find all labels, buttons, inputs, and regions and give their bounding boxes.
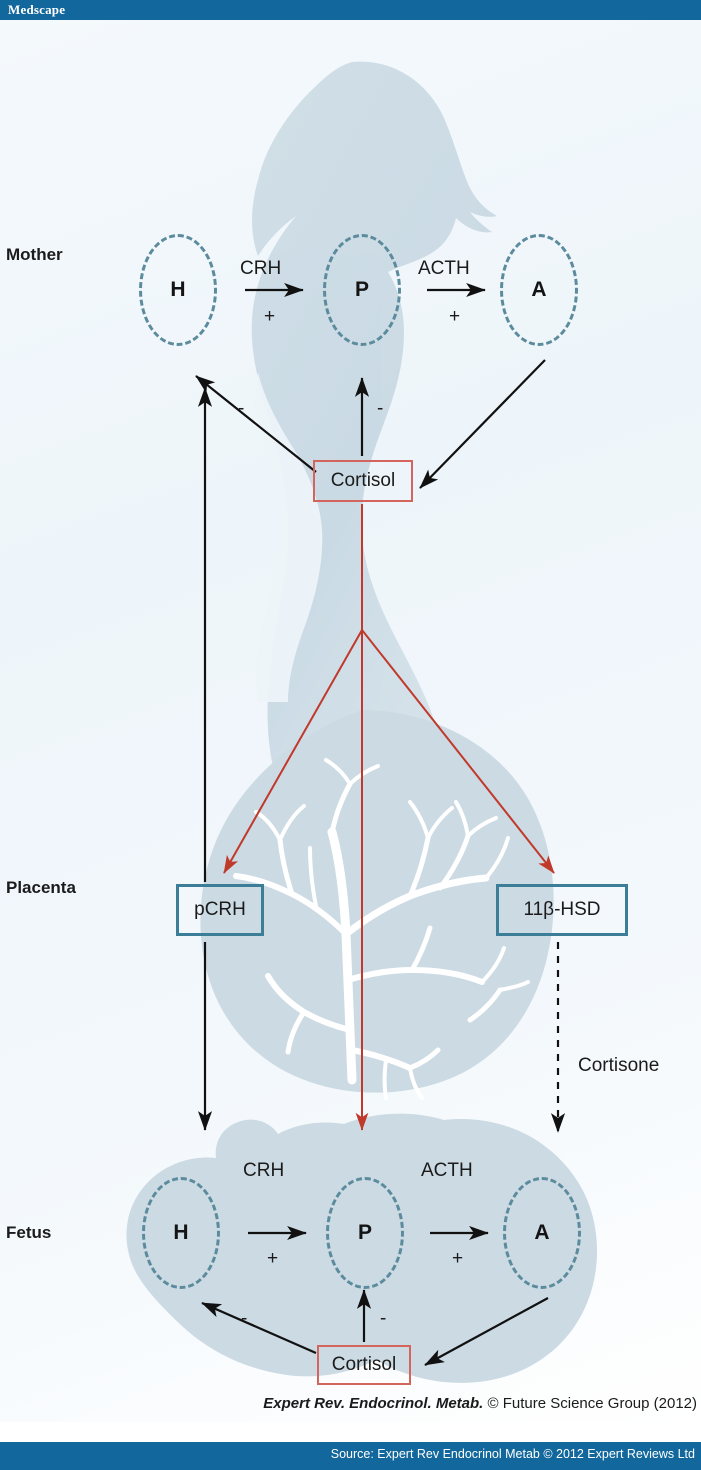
node-mother-hypothalamus-label: H xyxy=(170,278,186,301)
box-cortisol-fetus[interactable]: Cortisol xyxy=(317,1345,411,1385)
citation-journal: Expert Rev. Endocrinol. Metab. xyxy=(263,1395,484,1412)
box-pcrh-label: pCRH xyxy=(194,899,246,920)
node-fetus-hypothalamus[interactable]: H xyxy=(142,1177,220,1289)
label-fetus-acth: ACTH xyxy=(421,1160,473,1181)
box-cortisol-fetus-label: Cortisol xyxy=(331,1354,397,1375)
node-mother-adrenal[interactable]: A xyxy=(500,234,578,346)
box-cortisol-mother-label: Cortisol xyxy=(330,470,396,491)
medscape-logo: Medscape xyxy=(8,2,66,17)
node-fetus-adrenal-label: A xyxy=(534,1221,550,1244)
arrow-mother-cortisol-to-h xyxy=(195,375,317,473)
sign-fetus-acth-positive: + xyxy=(452,1248,464,1269)
citation-line: Expert Rev. Endocrinol. Metab. © Future … xyxy=(0,1395,701,1412)
sign-mother-feedback-p-negative: - xyxy=(377,398,384,419)
node-fetus-adrenal[interactable]: A xyxy=(503,1177,581,1289)
red-branch-to-hsd xyxy=(361,629,555,874)
sign-fetus-feedback-h-negative: - xyxy=(241,1308,248,1329)
medscape-header-bar: Medscape xyxy=(0,0,701,20)
node-mother-hypothalamus[interactable]: H xyxy=(139,234,217,346)
label-mother-crh: CRH xyxy=(240,258,282,279)
row-label-fetus: Fetus xyxy=(6,1223,52,1242)
sign-mother-crh-positive: + xyxy=(264,306,276,327)
sign-mother-acth-positive: + xyxy=(449,306,461,327)
arrow-fetus-a-to-cortisol xyxy=(424,1297,549,1366)
label-fetus-crh: CRH xyxy=(243,1160,285,1181)
sign-fetus-crh-positive: + xyxy=(267,1248,279,1269)
label-mother-acth: ACTH xyxy=(418,258,470,279)
node-fetus-pituitary[interactable]: P xyxy=(326,1177,404,1289)
source-text: Source: Expert Rev Endocrinol Metab © 20… xyxy=(330,1447,695,1461)
box-11beta-hsd-label: 11β-HSD xyxy=(523,899,601,920)
row-label-placenta: Placenta xyxy=(6,878,76,897)
sign-mother-feedback-h-negative: - xyxy=(238,398,245,419)
box-cortisol-mother[interactable]: Cortisol xyxy=(313,460,413,502)
arrow-fetus-cortisol-to-h xyxy=(201,1301,317,1355)
box-pcrh[interactable]: pCRH xyxy=(176,884,264,936)
node-fetus-hypothalamus-label: H xyxy=(173,1221,189,1244)
node-mother-pituitary[interactable]: P xyxy=(323,234,401,346)
label-cortisone: Cortisone xyxy=(578,1055,660,1076)
node-mother-pituitary-label: P xyxy=(354,278,369,301)
diagram-canvas: Mother Placenta Fetus H P A CRH ACTH + +… xyxy=(0,20,701,1422)
box-11beta-hsd[interactable]: 11β-HSD xyxy=(496,884,628,936)
source-footer-bar: Source: Expert Rev Endocrinol Metab © 20… xyxy=(0,1442,701,1470)
red-branch-to-pcrh xyxy=(223,629,363,874)
row-label-mother: Mother xyxy=(6,245,63,264)
placenta-silhouette xyxy=(200,710,554,1100)
mother-silhouette xyxy=(251,61,497,820)
node-fetus-pituitary-label: P xyxy=(357,1221,372,1244)
arrow-mother-a-to-cortisol xyxy=(419,359,546,489)
citation-rest: © Future Science Group (2012) xyxy=(483,1395,698,1412)
node-mother-adrenal-label: A xyxy=(531,278,547,301)
sign-fetus-feedback-p-negative: - xyxy=(380,1308,387,1329)
